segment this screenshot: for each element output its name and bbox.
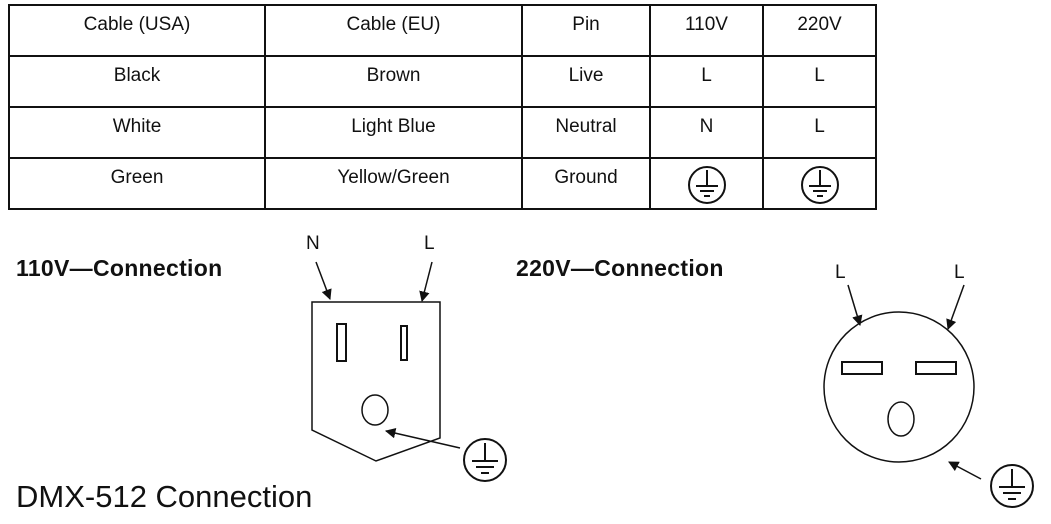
ground-icon: [990, 464, 1034, 508]
label-neutral-110v: N: [306, 233, 320, 254]
arrow-ground-110v: [384, 427, 461, 449]
arrow-live: [419, 261, 433, 303]
table-cell: N: [649, 106, 764, 159]
table-cell: Ground: [521, 157, 651, 210]
table-cell: Live: [521, 55, 651, 108]
outlet-220v: [823, 311, 975, 463]
heading-110v-connection: 110V—Connection: [16, 255, 223, 281]
table-cell: White: [8, 106, 266, 159]
table-header-row: Cable (USA) Cable (EU) Pin 110V 220V: [8, 4, 877, 57]
arrow-neutral: [315, 261, 332, 300]
ground-icon: [463, 438, 507, 482]
header-cell: 220V: [762, 4, 877, 57]
header-cell: Pin: [521, 4, 651, 57]
ground-icon: [687, 166, 726, 204]
label-live-right-220v: L: [954, 262, 965, 283]
heading-dmx-512-connection: DMX-512 Connection: [16, 479, 313, 514]
table-cell: L: [762, 55, 877, 108]
ground-icon: [800, 166, 839, 204]
wiring-table: Cable (USA) Cable (EU) Pin 110V 220V Bla…: [8, 4, 877, 210]
arrow-ground-220v: [948, 461, 982, 480]
table-row: White Light Blue Neutral N L: [8, 106, 877, 159]
table-cell: L: [762, 106, 877, 159]
table-cell: Green: [8, 157, 266, 210]
label-live-left-220v: L: [835, 262, 846, 283]
table-row: Black Brown Live L L: [8, 55, 877, 108]
table-row: Green Yellow/Green Ground: [8, 157, 877, 210]
table-cell: Yellow/Green: [264, 157, 523, 210]
table-cell: [649, 157, 764, 210]
header-cell: Cable (EU): [264, 4, 523, 57]
header-cell: Cable (USA): [8, 4, 266, 57]
label-live-110v: L: [424, 233, 435, 254]
table-cell: [762, 157, 877, 210]
table-cell: Light Blue: [264, 106, 523, 159]
table-cell: Brown: [264, 55, 523, 108]
heading-220v-connection: 220V—Connection: [516, 255, 724, 281]
outlet-110v: [311, 301, 441, 462]
table-cell: L: [649, 55, 764, 108]
arrow-live-left: [847, 284, 863, 327]
arrow-live-right: [946, 284, 965, 330]
table-cell: Black: [8, 55, 266, 108]
header-cell: 110V: [649, 4, 764, 57]
table-cell: Neutral: [521, 106, 651, 159]
